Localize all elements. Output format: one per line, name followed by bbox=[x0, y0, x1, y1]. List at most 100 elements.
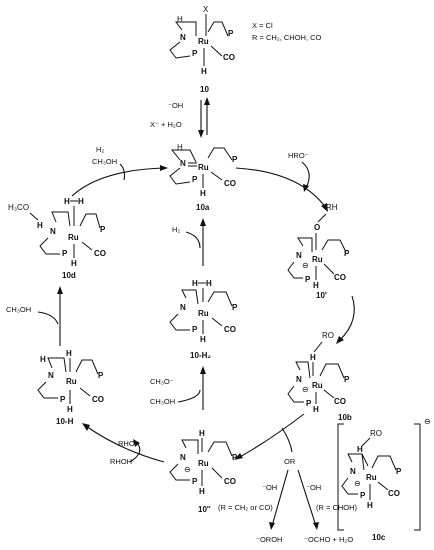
reagent-rho: RHO⁻ bbox=[118, 439, 139, 448]
atom-p: P bbox=[232, 155, 238, 164]
atom-h: H bbox=[310, 353, 316, 362]
atom-n: N bbox=[180, 303, 186, 312]
reagent-oh: ⁻OH bbox=[168, 101, 183, 110]
sub-h3co: H₃CO bbox=[8, 203, 29, 212]
atom-ru: Ru bbox=[312, 255, 323, 264]
charge-minus: ⊖ bbox=[354, 479, 361, 488]
atom-h: H bbox=[313, 281, 319, 290]
atom-h: H bbox=[177, 143, 183, 152]
compound-10prime: RH O N ⊖ Ru P P CO H 10' bbox=[287, 203, 350, 300]
atom-h: H bbox=[200, 335, 206, 344]
atom-ru: Ru bbox=[66, 377, 77, 386]
atom-co: CO bbox=[388, 489, 400, 498]
atom-p: P bbox=[232, 453, 238, 462]
label-10: 10 bbox=[200, 85, 209, 94]
atom-h: H bbox=[192, 279, 198, 288]
compound-10c: ⊖ RO H N ⊖ Ru P P CO H 10c bbox=[337, 417, 431, 542]
atom-x: X bbox=[203, 5, 209, 14]
atom-h: H bbox=[78, 197, 84, 206]
atom-o: O bbox=[314, 223, 320, 232]
atom-n: N bbox=[180, 159, 186, 168]
compound-10: X H N Ru P P CO H 10 bbox=[169, 5, 235, 94]
atom-h: H bbox=[206, 279, 212, 288]
atom-p: P bbox=[344, 249, 350, 258]
reagent-h2: H₂ bbox=[172, 225, 180, 234]
atom-ru: Ru bbox=[312, 381, 323, 390]
atom-h: H bbox=[313, 405, 319, 414]
atom-p: P bbox=[192, 325, 198, 334]
reagent-ch3oh-mid: CH₃OH bbox=[150, 397, 175, 406]
atom-h: H bbox=[201, 67, 207, 76]
atom-h: H bbox=[199, 429, 205, 438]
atom-co: CO bbox=[224, 179, 236, 188]
atom-h: H bbox=[71, 259, 77, 268]
atom-p: P bbox=[305, 275, 311, 284]
label-10b: 10b bbox=[338, 413, 352, 422]
atom-p: P bbox=[98, 371, 104, 380]
label-10-h2: 10-H₂ bbox=[190, 351, 211, 360]
reagent-oh-right: ⁻OH bbox=[306, 483, 321, 492]
atom-co: CO bbox=[92, 395, 104, 404]
charge-minus: ⊖ bbox=[424, 417, 431, 426]
atom-p: P bbox=[192, 49, 198, 58]
atom-ru: Ru bbox=[198, 459, 209, 468]
atom-h: H bbox=[66, 349, 72, 358]
atom-co: CO bbox=[334, 397, 346, 406]
charge-minus: ⊖ bbox=[302, 385, 309, 394]
atom-co: CO bbox=[224, 325, 236, 334]
atom-p: P bbox=[360, 491, 366, 500]
compound-10doubleprime: H N ⊖ Ru P P CO H 10'' bbox=[169, 429, 238, 514]
compound-10-h2: H H N Ru P P CO H 10-H₂ bbox=[169, 279, 238, 360]
atom-p: P bbox=[344, 375, 350, 384]
reagent-rhoh: RHOH bbox=[110, 457, 132, 466]
atom-h: H bbox=[367, 501, 373, 510]
atom-h: H bbox=[64, 197, 70, 206]
compound-10d: H₃CO H H H N Ru P P CO H 10d bbox=[8, 197, 106, 280]
sub-rh: RH bbox=[326, 203, 338, 212]
label-10prime: 10' bbox=[316, 291, 327, 300]
atom-co: CO bbox=[94, 249, 106, 258]
reagent-hro: HRO⁻ bbox=[288, 151, 309, 160]
label-10doubleprime: 10'' bbox=[198, 505, 211, 514]
label-10a: 10a bbox=[196, 203, 210, 212]
product-right: ⁻OCHO + H₂O bbox=[304, 535, 353, 544]
atom-n: N bbox=[296, 251, 302, 260]
atom-h: H bbox=[37, 221, 43, 230]
compound-10a: H N Ru P P CO H 10a bbox=[169, 143, 238, 212]
condition-right: (R = CHOH) bbox=[316, 503, 358, 512]
atom-p: P bbox=[228, 29, 234, 38]
atom-n: N bbox=[350, 467, 356, 476]
atom-h: H bbox=[357, 445, 363, 454]
reagent-ch3oh-top: CH₃OH bbox=[92, 157, 117, 166]
charge-minus: ⊖ bbox=[302, 261, 309, 270]
atom-ru: Ru bbox=[366, 473, 377, 482]
reagent-ch3o: CH₃O⁻ bbox=[150, 377, 174, 386]
atom-ru: Ru bbox=[198, 163, 209, 172]
atom-p: P bbox=[62, 249, 68, 258]
atom-p: P bbox=[232, 303, 238, 312]
atom-h: H bbox=[200, 189, 206, 198]
atom-ru: Ru bbox=[68, 233, 79, 242]
sub-ro: RO bbox=[322, 331, 334, 340]
label-10c: 10c bbox=[372, 533, 386, 542]
legend-r: R = CH₂, CHOH, CO bbox=[252, 33, 322, 42]
atom-h: H bbox=[67, 405, 73, 414]
reagent-oh-left: ⁻OH bbox=[262, 483, 277, 492]
atom-n: N bbox=[48, 371, 54, 380]
compound-10-h: H H N Ru P P CO H 10-H bbox=[37, 349, 104, 426]
reagent-x-h2o: X⁻ + H₂O bbox=[150, 120, 182, 129]
atom-h: H bbox=[177, 15, 183, 24]
compound-10b: RO H N ⊖ Ru P P CO H 10b bbox=[287, 331, 352, 422]
atom-p: P bbox=[192, 175, 198, 184]
product-left: ⁻OROH bbox=[256, 535, 282, 544]
atom-p: P bbox=[192, 477, 198, 486]
reagent-or: OR bbox=[284, 457, 296, 466]
atom-p: P bbox=[60, 395, 66, 404]
atom-n: N bbox=[296, 375, 302, 384]
atom-co: CO bbox=[223, 53, 235, 62]
charge-minus: ⊖ bbox=[184, 465, 191, 474]
atom-p: P bbox=[100, 225, 106, 234]
sub-ro: RO bbox=[370, 429, 382, 438]
